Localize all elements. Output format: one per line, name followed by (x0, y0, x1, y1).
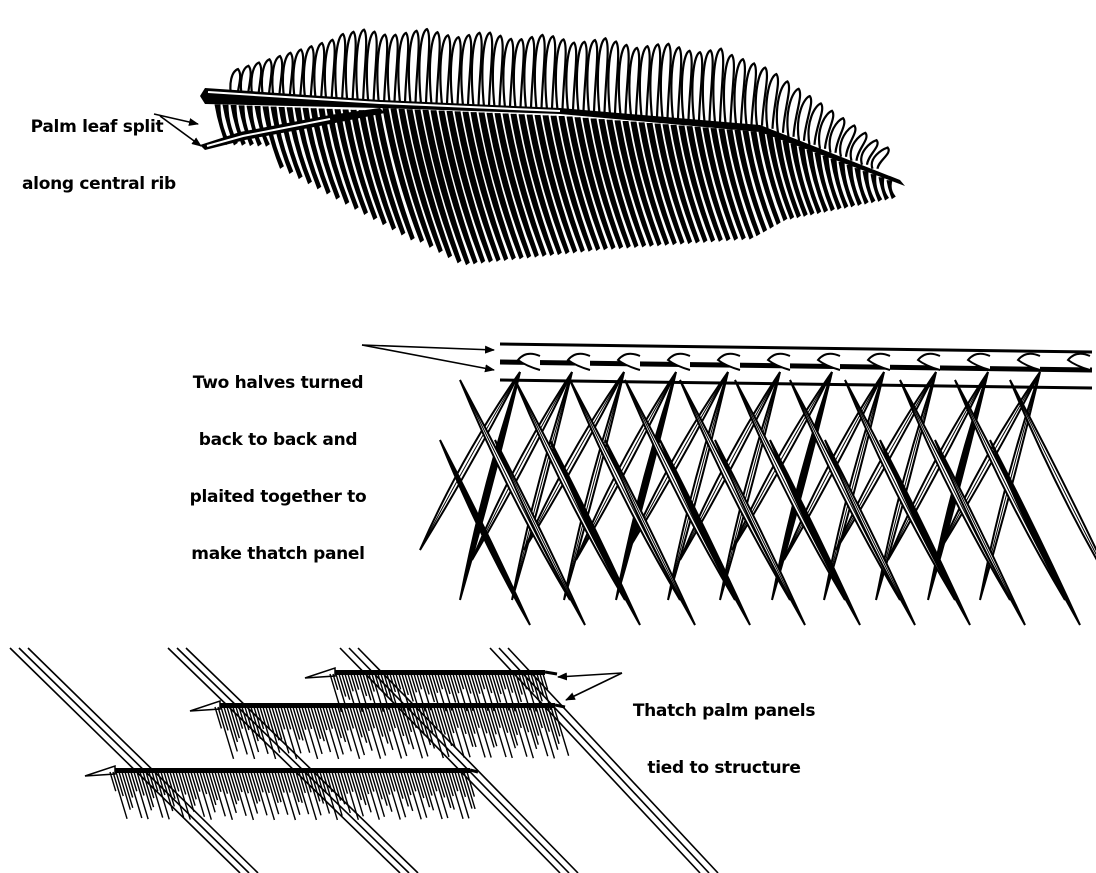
thatch-panels-label: Thatch palm panels tied to structure (624, 664, 824, 816)
palm-leaf-label-line1: Palm leaf split (22, 118, 172, 137)
two-halves-label-line4: make thatch panel (188, 545, 368, 564)
arrow-two-halves (362, 345, 494, 370)
arrow-thatch-panels (558, 673, 622, 700)
palm-leaf-label-line2: along central rib (22, 175, 172, 194)
palm-leaf-label: Palm leaf split along central rib (22, 80, 172, 232)
two-halves-label-line3: plaited together to (188, 488, 368, 507)
two-halves-label-line2: back to back and (188, 431, 368, 450)
two-halves-label: Two halves turned back to back and plait… (188, 336, 368, 602)
thatch-panels-label-line2: tied to structure (624, 759, 824, 778)
thatch-panels-label-line1: Thatch palm panels (624, 702, 824, 721)
two-halves-label-line1: Two halves turned (188, 374, 368, 393)
